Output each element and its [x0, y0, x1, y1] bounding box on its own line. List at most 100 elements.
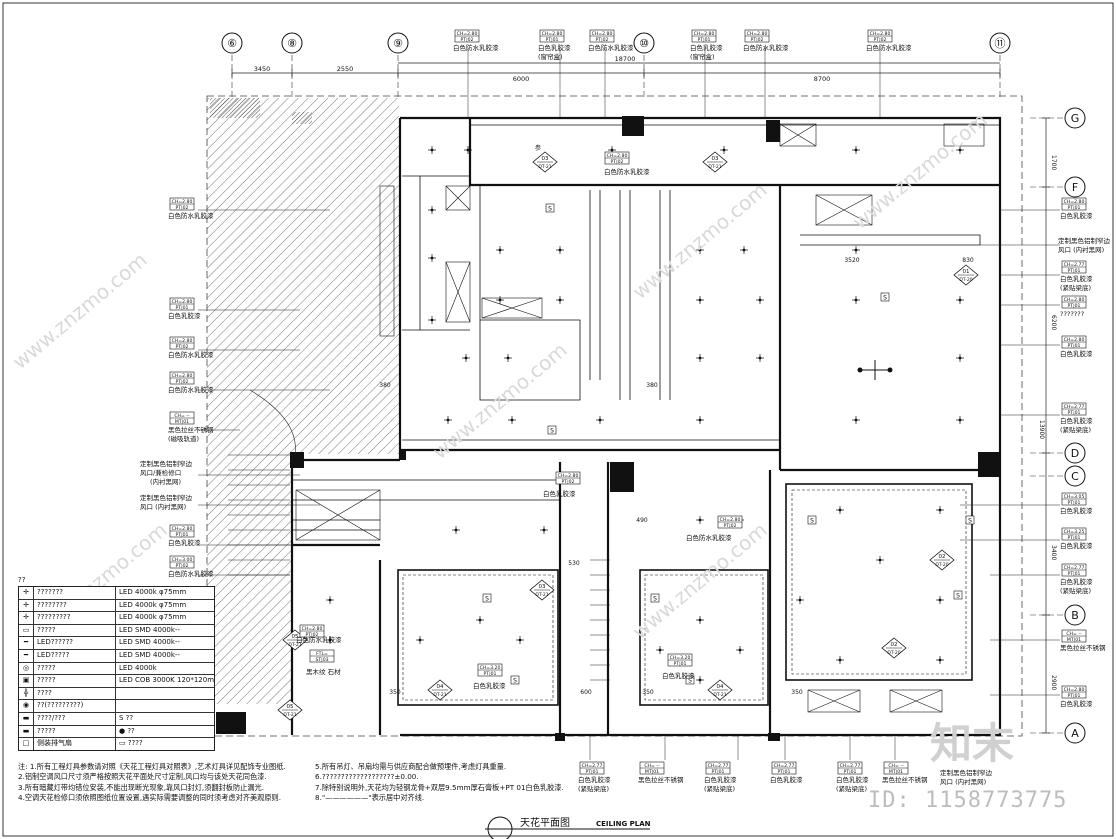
material-code: PT|01 [778, 769, 791, 775]
material-label: 白色乳胶漆 [1060, 274, 1093, 283]
material-code: PT|01 [484, 671, 497, 677]
downlight [466, 148, 470, 152]
material-label: 黑色拉丝不锈钢 [882, 775, 928, 784]
legend-symbol-icon: □ [19, 738, 34, 750]
section-number: 04 [437, 684, 444, 690]
downlight [838, 508, 842, 512]
ceiling-height: CH= -- [1066, 631, 1082, 637]
material-label: 白色防水乳胶漆 [866, 43, 912, 52]
ceiling-height: CH=2.80 [747, 31, 768, 37]
material-label: 白色乳胶漆 [1060, 416, 1093, 425]
legend-name: ???????? [34, 599, 116, 612]
legend-name: ????/??? [34, 712, 116, 725]
top-dimension-line [231, 62, 1001, 77]
downlight [698, 248, 702, 252]
legend-name: ????? [34, 624, 116, 637]
section-number: 02 [891, 642, 898, 648]
grid-label-col: ⑩ [639, 37, 649, 50]
interior-dimension: 350 [791, 689, 803, 696]
downlight [758, 298, 762, 302]
section-sheet: DT-21 [713, 692, 726, 698]
downlight [498, 298, 502, 302]
material-code: PT|01 [1068, 535, 1081, 541]
ceiling-height: CH=2.77 [582, 763, 603, 769]
downlight [698, 418, 702, 422]
ceiling-height: CH=3.00 [172, 557, 193, 563]
legend-row: ✛?????????LED 4000k φ75mm [19, 612, 214, 625]
grid-bubble-col [221, 32, 243, 54]
notes-left: 注: 1.所有工程灯具参数请对照《天花工程灯具对照表》,艺术灯具详见配饰专业图纸… [18, 762, 578, 803]
section-sheet: DT-21 [708, 164, 721, 170]
downlight [938, 658, 942, 662]
material-code: PT|02 [751, 37, 764, 43]
legend-symbol-icon: ✛ [19, 587, 34, 599]
material-label: 白色乳胶漆 [1060, 211, 1093, 220]
material-code: PT|02 [176, 205, 189, 211]
vent-label: 定制黑色铝制窄边 [140, 459, 193, 468]
interior-dimension: 350 [642, 689, 654, 696]
legend-symbol-icon: ◉ [19, 700, 34, 712]
downlight [958, 148, 962, 152]
inner-lines [292, 124, 1000, 531]
legend-row: ▬?????● ?? [19, 725, 214, 739]
section-markers: 03DT-2103DT-2101DT-2002DT-2002DT-2003DT-… [277, 144, 979, 721]
legend-name: LED????? [34, 649, 116, 662]
grid-bubble-row [1064, 465, 1086, 487]
door-swing [249, 389, 296, 456]
brand-watermark: 知末 [930, 719, 1015, 768]
s-marker [965, 515, 975, 525]
legend-symbol-icon: ╬ [19, 687, 34, 700]
s-marker-label: S [968, 518, 972, 525]
material-code: PT|02 [176, 379, 189, 385]
section-sheet: DT-21 [538, 164, 551, 170]
downlight [758, 356, 762, 360]
note-2: 2.铝制空调风口尺寸须严格按照天花平面处尺寸定制,风口均与该处天花同色漆. [18, 772, 267, 782]
s-marker [650, 593, 660, 603]
material-label: 白色防水乳胶漆 [168, 350, 214, 359]
material-label: 黑色拉丝不锈钢 [638, 775, 684, 784]
legend-row: ━LED??????LED SMD 4000k-- [19, 637, 214, 650]
downlight [698, 678, 702, 682]
material-label: 白色乳胶漆 [1060, 349, 1093, 358]
ceiling-height: CH=2.80 [172, 299, 193, 305]
material-label: (紧贴梁底) [836, 784, 867, 793]
material-code: PT|01 [712, 769, 725, 775]
vent-label: 定制黑色铝制窄边 [140, 493, 193, 502]
s-marker-label: S [653, 596, 657, 603]
interior-dimension: 380 [379, 382, 391, 389]
grid-bubble-row [1064, 176, 1086, 198]
downlight [558, 248, 562, 252]
dim-right-13900: 13900 [1038, 420, 1045, 439]
ceiling-panels [397, 483, 973, 706]
ceiling-height: CH=3.25 [1064, 529, 1085, 535]
downlight [698, 518, 702, 522]
vent-label: 风口 (内衬黑网) [1058, 245, 1104, 254]
section-number: 03 [712, 156, 719, 162]
material-code: PT|02 [461, 37, 474, 43]
material-code: PT|01 [546, 37, 559, 43]
ceiling-height: CH= -- [644, 763, 660, 769]
legend-symbol-icon: ✛ [19, 612, 34, 624]
legend-spec [116, 700, 214, 712]
material-code: PT|01 [1068, 303, 1081, 309]
downlight [518, 638, 522, 642]
material-label: 黑木纹 石材 [306, 667, 341, 676]
ceiling-height: CH=3.20 [670, 655, 691, 661]
title-cn: 天花平面图 [520, 816, 570, 829]
material-code: PT|01 [1068, 500, 1081, 506]
section-number: 03 [539, 584, 546, 590]
grid-bubble-col [989, 32, 1011, 54]
legend-row: ◉??(?????????) [19, 700, 214, 713]
material-code: PT|01 [698, 37, 711, 43]
material-label: 白色乳胶漆 [473, 681, 506, 690]
material-label: 白色防水乳胶漆 [296, 635, 342, 644]
notes-right: 5.所有吊灯、吊扇均需与供应商配合做预埋件,考虑灯具重量. 6.????????… [315, 762, 615, 803]
downlight [446, 418, 450, 422]
material-label: 白色乳胶漆 [578, 775, 611, 784]
legend-row: ◎?????LED 4000k [19, 662, 214, 676]
material-code: MT|01 [889, 769, 903, 775]
ceiling-height: CH=3.05 [1064, 494, 1085, 500]
downlight [698, 298, 702, 302]
material-label: (紧贴梁底) [1060, 283, 1091, 292]
